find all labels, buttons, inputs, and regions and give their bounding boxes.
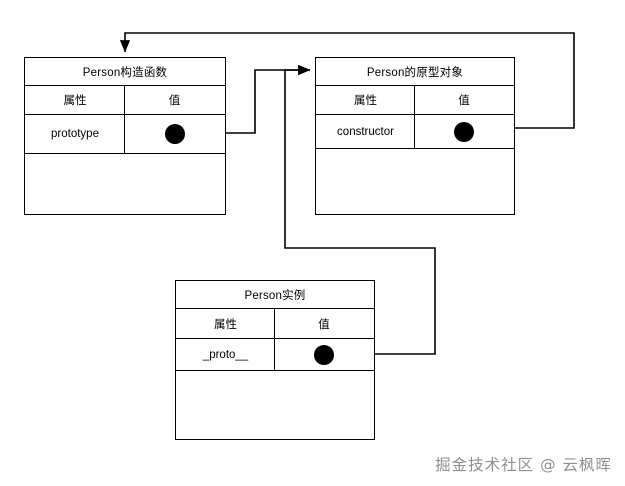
constructor-box: Person构造函数 属性 值 prototype bbox=[24, 57, 226, 215]
prototype-box-header-value: 值 bbox=[458, 95, 470, 107]
prototype-box-header-attribute: 属性 bbox=[317, 86, 415, 114]
instance-box-title: Person实例 bbox=[176, 281, 374, 309]
constructor-box-prototype-value bbox=[125, 115, 224, 153]
constructor-box-prototype-name: prototype bbox=[26, 115, 125, 153]
constructor-box-title: Person构造函数 bbox=[25, 58, 225, 86]
filled-dot-icon bbox=[314, 344, 334, 365]
filled-dot-icon bbox=[454, 121, 474, 142]
prototype-box-constructor-name: constructor bbox=[317, 115, 415, 148]
instance-box-header-value: 值 bbox=[318, 318, 330, 331]
instance-box-header-row: 属性 值 bbox=[176, 309, 374, 339]
instance-box-row-proto: _proto__ bbox=[176, 339, 374, 371]
prototype-box-row-constructor: constructor bbox=[316, 115, 514, 149]
prototype-box-title: Person的原型对象 bbox=[316, 58, 514, 86]
instance-box-proto-name: _proto__ bbox=[177, 339, 275, 370]
prototype-box-constructor-value bbox=[415, 115, 513, 148]
instance-box: Person实例 属性 值 _proto__ bbox=[175, 280, 375, 440]
instance-box-header-attribute: 属性 bbox=[177, 309, 275, 338]
prototype-box-header-row: 属性 值 bbox=[316, 86, 514, 115]
prototype-box: Person的原型对象 属性 值 constructor bbox=[315, 57, 515, 215]
constructor-box-row-prototype: prototype bbox=[25, 115, 225, 154]
constructor-box-header-row: 属性 值 bbox=[25, 86, 225, 115]
filled-dot-icon bbox=[164, 124, 185, 144]
constructor-box-header-value: 值 bbox=[168, 95, 181, 107]
watermark: 掘金技术社区 @ 云枫晖 bbox=[435, 456, 612, 474]
instance-box-proto-value bbox=[275, 339, 373, 370]
constructor-box-header-attribute: 属性 bbox=[26, 86, 125, 114]
